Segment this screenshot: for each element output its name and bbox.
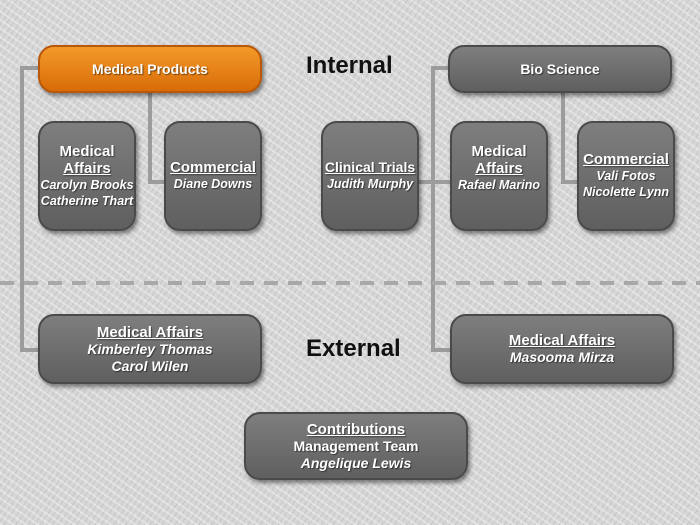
- mp-medical-affairs-person-1: Carolyn Brooks: [40, 178, 134, 192]
- mp-medical-affairs-person-2: Catherine Thart: [40, 194, 134, 208]
- internal-label: Internal: [306, 52, 393, 79]
- mp-commercial-person-1: Diane Downs: [173, 177, 253, 191]
- ext-mp-medical-affairs-title: Medical Affairs: [96, 323, 204, 341]
- bio-science-box: Bio Science: [448, 45, 672, 93]
- clinical-trials-title: Clinical Trials: [324, 159, 416, 175]
- ext-bs-medical-affairs-person-1: Masooma Mirza: [509, 349, 615, 365]
- contributions-box: Contributions Management Team Angelique …: [244, 412, 468, 480]
- clinical-trials-person-1: Judith Murphy: [326, 177, 414, 191]
- ext-bs-medical-affairs-title: Medical Affairs: [508, 332, 616, 349]
- contributions-team: Management Team: [293, 437, 419, 454]
- mp-medical-affairs-title-2: Affairs: [63, 160, 111, 177]
- mp-commercial-box: Commercial Diane Downs: [164, 121, 262, 231]
- mp-medical-affairs-title-1: Medical: [59, 143, 115, 160]
- contributions-person-1: Angelique Lewis: [300, 454, 412, 471]
- medical-products-title: Medical Products: [92, 60, 208, 77]
- mp-commercial-title: Commercial: [170, 159, 256, 176]
- bs-medical-affairs-person-1: Rafael Marino: [458, 178, 540, 192]
- contributions-title: Contributions: [306, 420, 406, 438]
- ext-mp-medical-affairs-box: Medical Affairs Kimberley Thomas Carol W…: [38, 314, 262, 384]
- bs-medical-affairs-title-1: Medical: [471, 143, 527, 160]
- bs-medical-affairs-box: Medical Affairs Rafael Marino: [450, 121, 548, 231]
- ext-bs-medical-affairs-box: Medical Affairs Masooma Mirza: [450, 314, 674, 384]
- ext-mp-medical-affairs-person-1: Kimberley Thomas: [87, 340, 213, 357]
- clinical-trials-box: Clinical Trials Judith Murphy: [321, 121, 419, 231]
- bs-commercial-box: Commercial Vali Fotos Nicolette Lynn: [577, 121, 675, 231]
- bs-commercial-person-1: Vali Fotos: [596, 169, 656, 183]
- bio-science-title: Bio Science: [520, 60, 600, 77]
- ext-mp-medical-affairs-person-2: Carol Wilen: [111, 357, 189, 374]
- mp-medical-affairs-box: Medical Affairs Carolyn Brooks Catherine…: [38, 121, 136, 231]
- bs-medical-affairs-title-2: Affairs: [475, 160, 523, 177]
- medical-products-box: Medical Products: [38, 45, 262, 93]
- external-label: External: [306, 335, 401, 362]
- bs-commercial-title: Commercial: [583, 151, 669, 168]
- bs-commercial-person-2: Nicolette Lynn: [582, 185, 670, 199]
